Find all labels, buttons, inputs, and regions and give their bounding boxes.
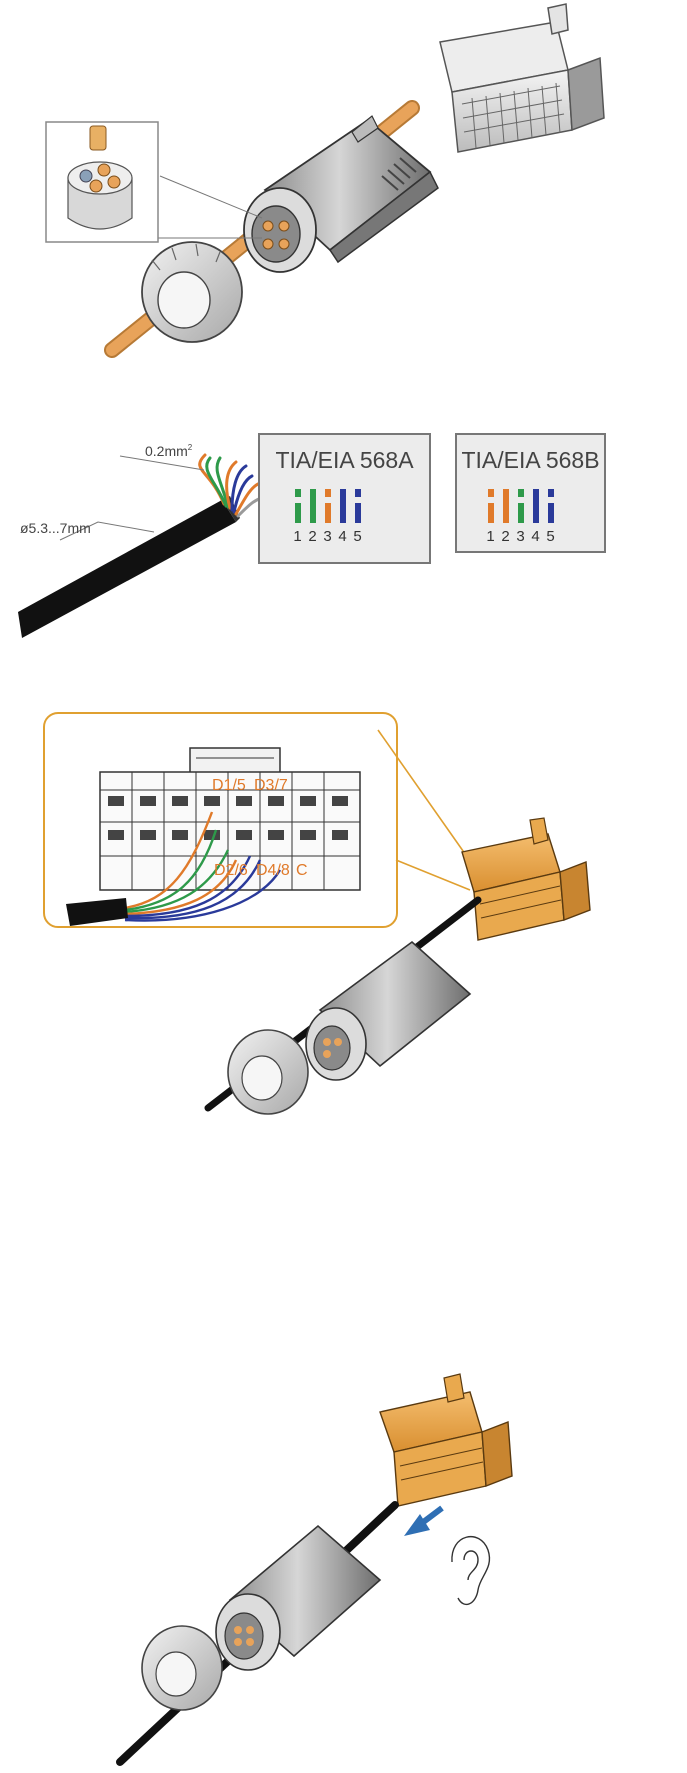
pin-bar-3 [518, 489, 524, 497]
ear-icon [452, 1537, 490, 1605]
conductor-cross-section-label: 0.2mm [145, 443, 188, 459]
pin-bar-5 [355, 489, 361, 497]
terminal-block-grey [440, 4, 604, 152]
pin-number: 4 [335, 528, 350, 545]
cable-cores [200, 455, 262, 516]
pin-label-c: C [296, 862, 308, 879]
svg-text:0.2mm2: 0.2mm2 [145, 443, 193, 459]
pin-bar-lower-3 [518, 503, 524, 523]
pin-number: 5 [350, 528, 365, 545]
step4-figure [120, 1374, 512, 1762]
pin-bar-lower-5 [548, 503, 554, 523]
pin-bar-lower-5 [355, 503, 361, 523]
pin-bar-lower-1 [295, 503, 301, 523]
insert-arrow-icon [404, 1508, 442, 1536]
pin-number: 4 [528, 528, 543, 545]
pin-number: 5 [543, 528, 558, 545]
terminal-block-orange [462, 818, 590, 940]
step3-figure: D1/5 D3/7 D2/6 D4/8 C [44, 713, 590, 1114]
step1-figure [46, 4, 604, 350]
pin-bar-1 [488, 489, 494, 497]
terminal-block-orange-step4 [380, 1374, 512, 1506]
pin-label-d1-5: D1/5 [212, 777, 246, 794]
pin-bar-lower-1 [488, 503, 494, 523]
pin-number: 2 [498, 528, 513, 545]
pin-bar-3 [325, 489, 331, 497]
pin-number: 2 [305, 528, 320, 545]
pin-number: 1 [483, 528, 498, 545]
pin-bar-2 [310, 489, 316, 523]
pin-bar-lower-3 [325, 503, 331, 523]
pin-bar-5 [548, 489, 554, 497]
pin-label-d4-8: D4/8 [256, 862, 290, 879]
connector-housing-step3 [306, 942, 470, 1080]
pin-bar-1 [295, 489, 301, 497]
sealing-nut-step3 [228, 1030, 308, 1114]
cable-diameter-label: ø5.3...7mm [20, 520, 91, 536]
pin-label-d2-6: D2/6 [214, 862, 248, 879]
pin-bar-4 [533, 489, 539, 523]
standard-568a-title: TIA/EIA 568A [260, 447, 429, 474]
standard-568b-title: TIA/EIA 568B [457, 447, 604, 474]
pin-number: 3 [320, 528, 335, 545]
connector-housing [244, 116, 438, 272]
seal-inset [46, 122, 158, 242]
conductor-sup-label: 2 [188, 443, 193, 452]
pin-label-d3-7: D3/7 [254, 777, 288, 794]
sealing-nut-step4 [142, 1626, 222, 1710]
pin-number: 3 [513, 528, 528, 545]
black-cable [18, 496, 240, 638]
step2-figure: 0.2mm2 ø5.3...7mm [18, 443, 262, 638]
sealing-nut [142, 242, 242, 342]
connector-housing-step4 [216, 1526, 380, 1670]
pin-bar-4 [340, 489, 346, 523]
pin-number: 1 [290, 528, 305, 545]
pin-bar-2 [503, 489, 509, 523]
